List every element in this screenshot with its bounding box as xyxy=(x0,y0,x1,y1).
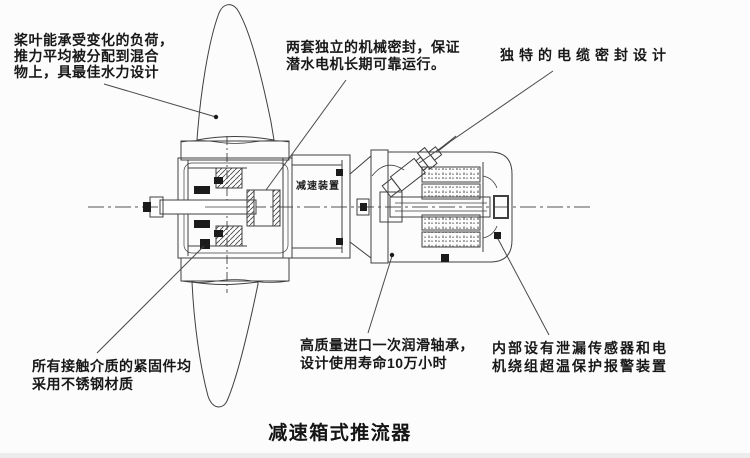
flange-bolts xyxy=(336,169,343,245)
leader-leak-sensor xyxy=(494,234,550,336)
leader-bearing xyxy=(367,252,395,334)
diagram-title: 减速箱式推流器 xyxy=(268,423,412,444)
blade-root-band-upper xyxy=(180,140,290,161)
annotation-blade-load: 桨叶能承受变化的负荷， 推力平均被分配到混合 物上，具最佳水力设计 xyxy=(14,32,174,80)
leader-mechanical-seal xyxy=(265,79,347,191)
annotation-mechanical-seal: 两套独立的机械密封，保证 潜水电机长期可靠运行。 xyxy=(286,39,460,72)
submersible-motor xyxy=(349,149,513,264)
bottom-edge-strip xyxy=(0,453,750,458)
front-bearing-housing xyxy=(379,191,403,223)
gearbox-label: 减速装置 xyxy=(296,181,340,192)
gearbox-housing xyxy=(143,157,293,259)
annotation-cable-seal: 独特的电缆密封设计 xyxy=(500,47,671,63)
annotation-stainless-fasteners: 所有接触介质的紧固件均 采用不锈钢材质 xyxy=(32,358,192,392)
stator-windings xyxy=(421,166,481,248)
leader-cable-seal xyxy=(418,70,554,164)
propeller-blade-upper xyxy=(196,4,275,141)
rotor-shaft xyxy=(389,196,491,218)
shaft-end-bolt xyxy=(143,202,151,212)
stainless-fastener-bolt xyxy=(200,239,210,249)
motor-casing xyxy=(387,151,513,263)
blade-root-band-lower xyxy=(180,257,290,282)
rear-bearing xyxy=(493,195,509,219)
propeller-blade-lower xyxy=(191,281,259,408)
shaft-coupling xyxy=(246,189,281,227)
leader-blade xyxy=(103,83,219,120)
leader-fastener xyxy=(96,245,205,354)
annotation-bearing-life: 高质量进口一次润滑轴承， 设计使用寿命10万小时 xyxy=(300,337,474,371)
shaft-seal-rings xyxy=(194,177,223,237)
annotation-leak-sensor: 内部设有泄漏传感器和电 机绕组超温保护报警装置 xyxy=(492,340,668,374)
